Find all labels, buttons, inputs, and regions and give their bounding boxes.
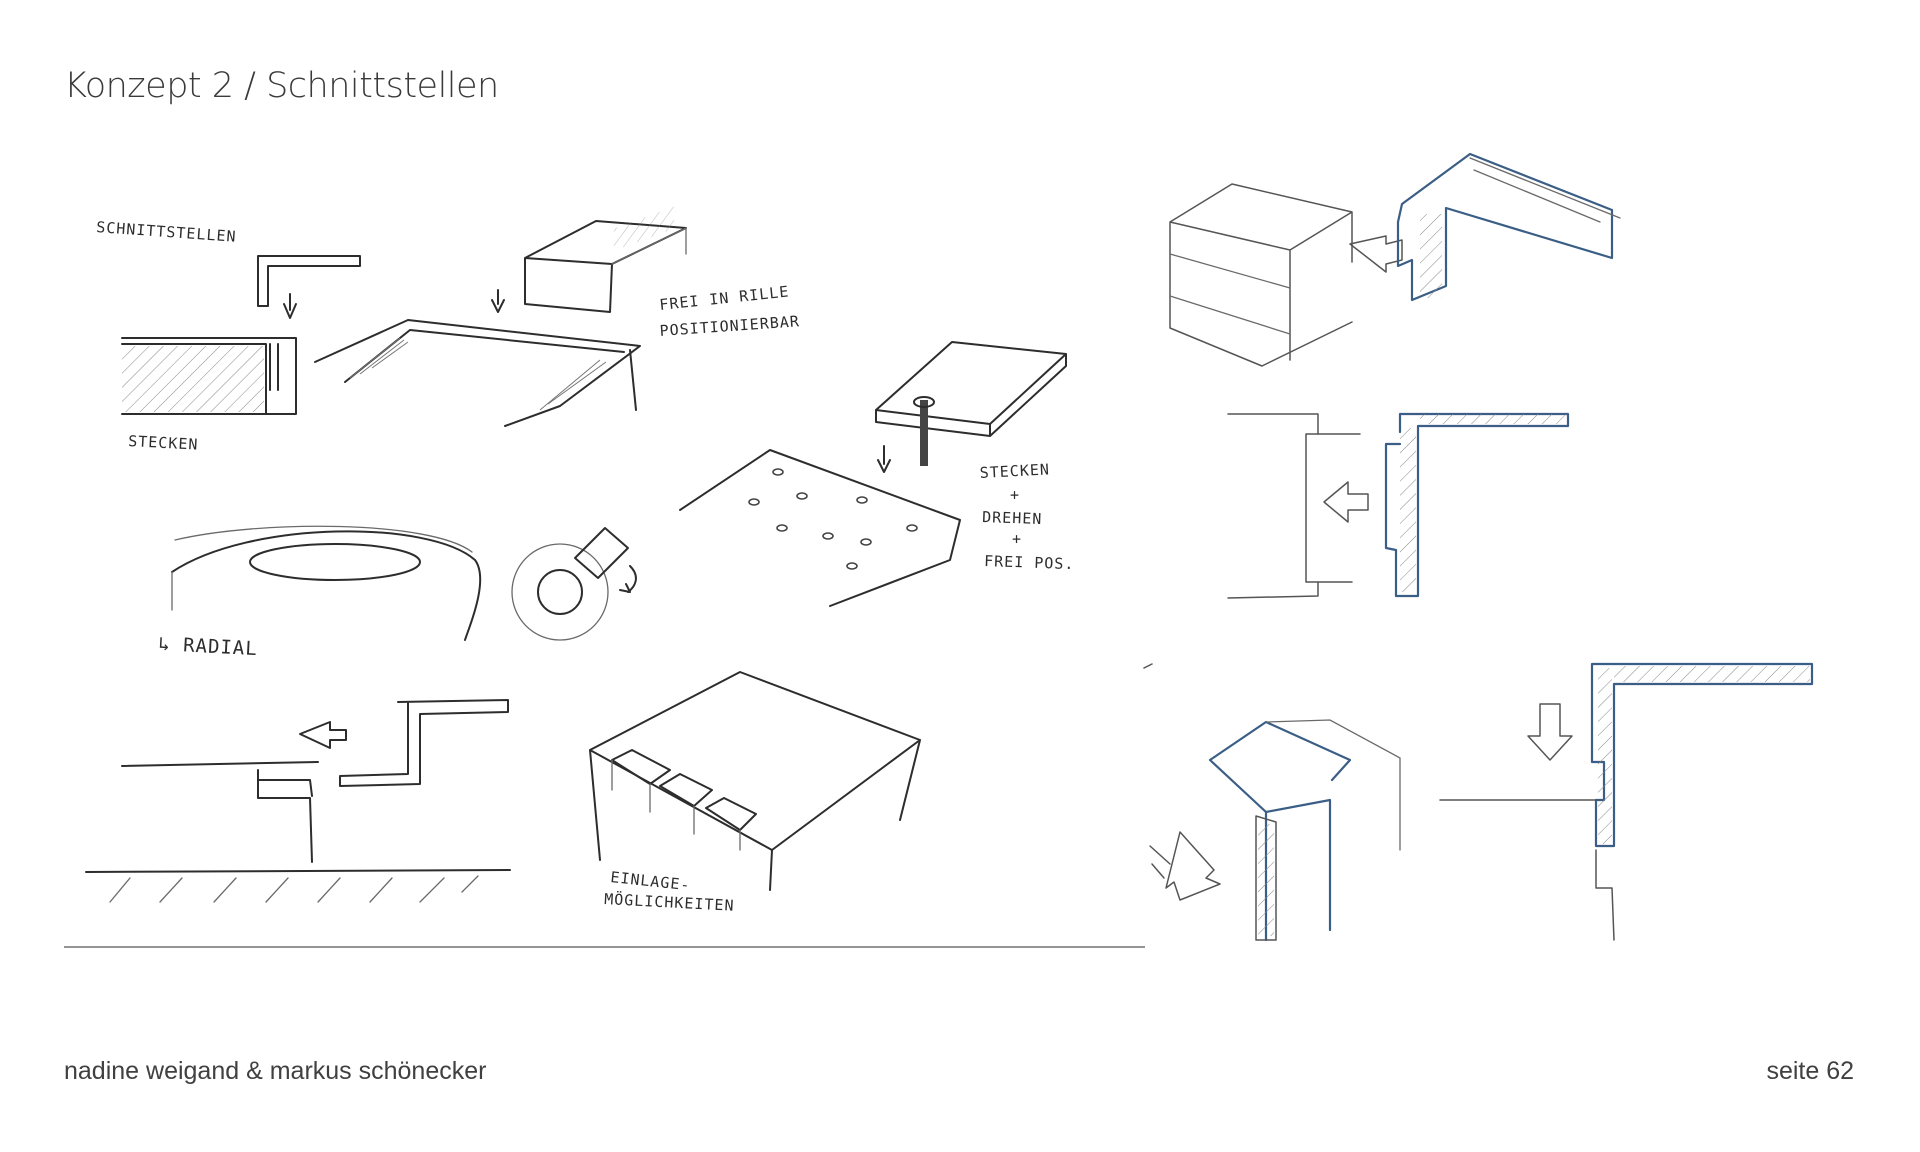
label-moeglichkeiten: MÖGLICHKEITEN	[604, 889, 735, 915]
sketch-step-section	[85, 699, 511, 903]
sketch-sheet-left: SCHNITTSTELLEN STECKEN FREI IN RILLE POS…	[64, 206, 1145, 948]
label-positionierbar: POSITIONIERBAR	[659, 312, 800, 340]
sketch-einlage	[589, 671, 921, 891]
footer-page-number: seite 62	[1766, 1057, 1854, 1085]
label-stecken-2: STECKEN	[979, 460, 1050, 482]
label-frei-in-rille: FREI IN RILLE	[659, 282, 791, 314]
sketch-section-middle	[1227, 412, 1570, 599]
footer-authors: nadine weigand & markus schönecker	[64, 1057, 487, 1085]
sketch-cube-joint	[1169, 152, 1621, 367]
label-drehen: DREHEN	[982, 508, 1043, 528]
label-radial: ↳ RADIAL	[158, 633, 259, 660]
label-plus-2: +	[1012, 530, 1022, 548]
label-plus-1: +	[1010, 486, 1020, 504]
sketch-sheet-right	[1143, 152, 1814, 942]
sketch-stecken-drehen	[679, 341, 1067, 607]
sketch-radial	[171, 525, 637, 641]
label-schnittstellen: SCHNITTSTELLEN	[96, 218, 237, 246]
sketch-frei-in-rille	[314, 206, 687, 427]
page-title: Konzept 2 / Schnittstellen	[64, 66, 499, 106]
sketch-bracket-bottom	[1439, 662, 1814, 941]
sketch-perspective-joint	[1143, 663, 1401, 942]
label-frei-pos: FREI POS.	[984, 552, 1075, 573]
sketch-stecken-slot	[121, 255, 361, 415]
label-stecken: STECKEN	[128, 432, 199, 454]
